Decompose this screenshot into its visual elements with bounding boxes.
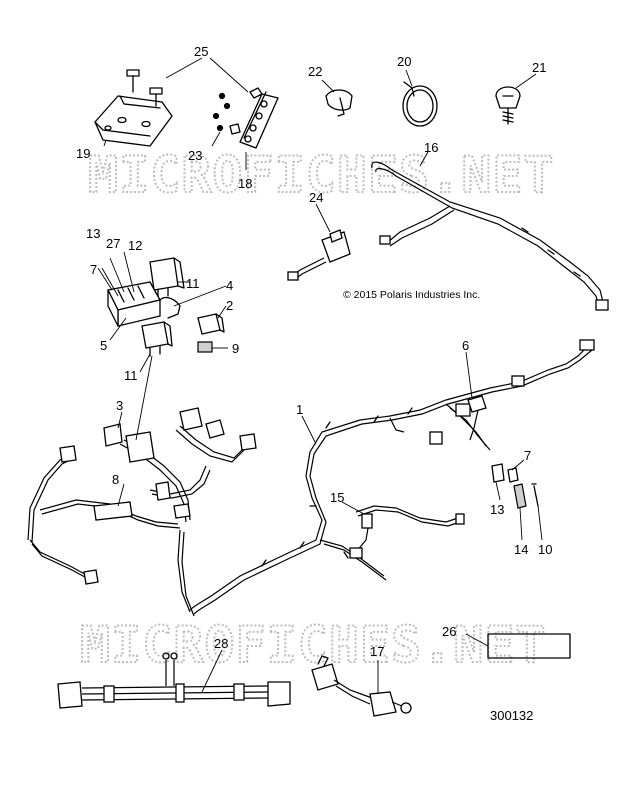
callout-19: 19 bbox=[76, 146, 90, 161]
part-2-connector bbox=[197, 313, 225, 335]
callout-9: 9 bbox=[232, 341, 239, 356]
callout-1: 1 bbox=[296, 402, 303, 417]
part-13-connector bbox=[491, 463, 505, 483]
leader-lines bbox=[97, 57, 543, 694]
callout-20: 20 bbox=[397, 54, 411, 69]
callout-24: 24 bbox=[309, 190, 323, 205]
callout-27: 27 bbox=[106, 236, 120, 251]
part-15-sub-harness bbox=[349, 505, 465, 559]
callout-5: 5 bbox=[100, 338, 107, 353]
callout-7b: 7 bbox=[524, 448, 531, 463]
part-18-terminal-block bbox=[239, 87, 279, 149]
part-22-clip bbox=[325, 89, 353, 117]
callout-15: 15 bbox=[330, 490, 344, 505]
callout-25: 25 bbox=[194, 44, 208, 59]
part-16-harness bbox=[371, 161, 609, 311]
callout-17: 17 bbox=[370, 644, 384, 659]
callout-8: 8 bbox=[112, 472, 119, 487]
callout-13b: 13 bbox=[490, 502, 504, 517]
part-28-extension-harness bbox=[57, 652, 291, 709]
callout-labels: 25 19 23 18 22 20 21 16 24 13 27 12 7 11… bbox=[76, 44, 552, 659]
callout-18: 18 bbox=[238, 176, 252, 191]
callout-11a: 11 bbox=[186, 276, 200, 291]
part-11-relay-bottom bbox=[141, 321, 173, 357]
diagram-number: 300132 bbox=[490, 708, 533, 723]
part-4-bracket-clip bbox=[159, 296, 181, 319]
callout-28: 28 bbox=[214, 636, 228, 651]
callout-14: 14 bbox=[514, 542, 528, 557]
copyright-text: © 2015 Polaris Industries Inc. bbox=[343, 289, 480, 301]
part-1-main-harness bbox=[177, 339, 595, 617]
part-24-relay-harness bbox=[287, 229, 351, 281]
callout-23: 23 bbox=[188, 148, 202, 163]
callout-26: 26 bbox=[442, 624, 456, 639]
part-11-relay-top bbox=[149, 257, 185, 299]
part-3-left-harness bbox=[27, 407, 257, 585]
callout-12: 12 bbox=[128, 238, 142, 253]
callout-22: 22 bbox=[308, 64, 322, 79]
part-14-connector bbox=[513, 483, 527, 509]
callout-13a: 13 bbox=[86, 226, 100, 241]
part-7-lock bbox=[507, 467, 519, 483]
part-21-edge-clip bbox=[495, 86, 521, 125]
part-5-fuse-box bbox=[107, 281, 161, 327]
part-9-fuse bbox=[197, 341, 213, 353]
part-10-terminal bbox=[531, 483, 539, 507]
callout-11b: 11 bbox=[124, 368, 138, 383]
callout-2: 2 bbox=[226, 298, 233, 313]
callout-10: 10 bbox=[538, 542, 552, 557]
part-19-bracket bbox=[94, 95, 173, 147]
callout-6: 6 bbox=[462, 338, 469, 353]
part-6-harness-junction bbox=[467, 395, 487, 441]
callout-21: 21 bbox=[532, 60, 546, 75]
part-17-jumper-harness bbox=[311, 655, 412, 717]
part-23-nuts bbox=[212, 92, 241, 135]
callout-3: 3 bbox=[116, 398, 123, 413]
part-25-bolts bbox=[126, 69, 163, 107]
part-20-cable-tie bbox=[402, 81, 438, 127]
watermark-top: MICROFICHES.NET bbox=[88, 146, 555, 204]
callout-4: 4 bbox=[226, 278, 233, 293]
callout-16: 16 bbox=[424, 140, 438, 155]
callout-7a: 7 bbox=[90, 262, 97, 277]
watermark-bottom: MICROFICHES.NET bbox=[80, 616, 547, 674]
